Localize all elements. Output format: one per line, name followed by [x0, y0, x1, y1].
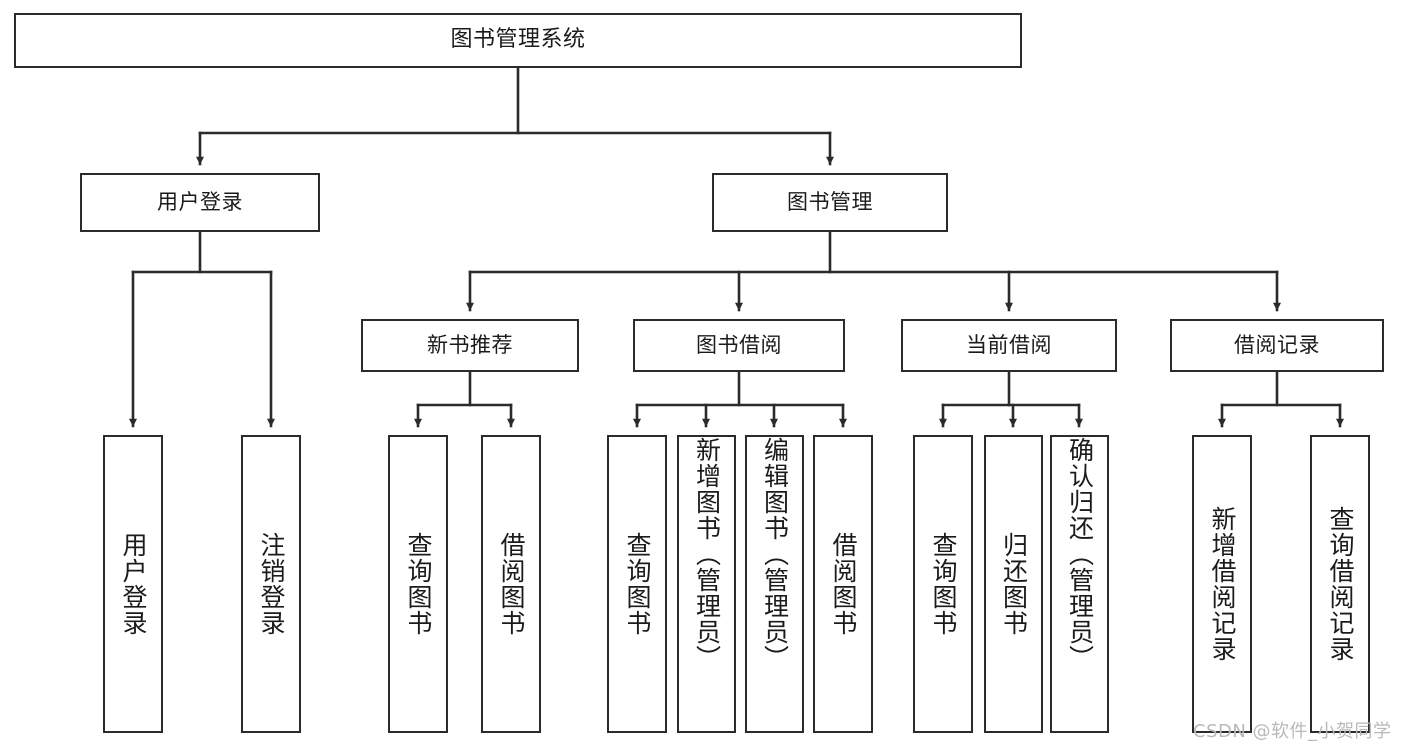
node-borrow-record-label: 借阅记录: [1234, 332, 1320, 357]
node-leaf-user-login[interactable]: 用户登录: [103, 435, 163, 733]
node-leaf-return-book[interactable]: 归还图书: [984, 435, 1043, 733]
node-root-label: 图书管理系统: [450, 27, 586, 53]
node-leaf-confirm-return-label: 确认归还（管理员）: [1065, 437, 1095, 671]
node-user-login[interactable]: 用户登录: [80, 173, 320, 232]
node-leaf-borrow-book-2-label: 借阅图书: [829, 532, 858, 636]
node-book-manage-label: 图书管理: [787, 189, 873, 214]
node-leaf-query-book-3-label: 查询图书: [929, 532, 958, 636]
node-leaf-add-book[interactable]: 新增图书（管理员）: [677, 435, 736, 733]
node-leaf-query-book-1[interactable]: 查询图书: [388, 435, 448, 733]
node-leaf-query-book-2[interactable]: 查询图书: [607, 435, 667, 733]
node-book-borrow[interactable]: 图书借阅: [633, 319, 845, 372]
node-leaf-borrow-book-2[interactable]: 借阅图书: [813, 435, 873, 733]
node-leaf-logout[interactable]: 注销登录: [241, 435, 301, 733]
node-book-borrow-label: 图书借阅: [696, 332, 782, 357]
csdn-watermark: CSDN @软件_小贺同学: [1193, 721, 1392, 742]
node-leaf-add-record-label: 新增借阅记录: [1208, 506, 1237, 662]
node-book-manage[interactable]: 图书管理: [712, 173, 948, 232]
node-leaf-query-record[interactable]: 查询借阅记录: [1310, 435, 1370, 733]
node-leaf-query-book-3[interactable]: 查询图书: [913, 435, 973, 733]
node-new-book-recommend[interactable]: 新书推荐: [361, 319, 579, 372]
node-user-login-label: 用户登录: [157, 189, 243, 214]
node-leaf-borrow-book-1[interactable]: 借阅图书: [481, 435, 541, 733]
node-leaf-query-book-1-label: 查询图书: [404, 532, 433, 636]
node-leaf-add-record[interactable]: 新增借阅记录: [1192, 435, 1252, 733]
node-root[interactable]: 图书管理系统: [14, 13, 1022, 68]
node-leaf-edit-book[interactable]: 编辑图书（管理员）: [745, 435, 804, 733]
node-leaf-borrow-book-1-label: 借阅图书: [497, 532, 526, 636]
node-leaf-query-book-2-label: 查询图书: [623, 532, 652, 636]
node-leaf-edit-book-label: 编辑图书（管理员）: [760, 437, 790, 671]
node-borrow-record[interactable]: 借阅记录: [1170, 319, 1384, 372]
node-current-borrow[interactable]: 当前借阅: [901, 319, 1117, 372]
node-leaf-logout-label: 注销登录: [257, 532, 286, 636]
node-leaf-query-record-label: 查询借阅记录: [1326, 506, 1355, 662]
node-leaf-add-book-label: 新增图书（管理员）: [692, 437, 722, 671]
node-current-borrow-label: 当前借阅: [966, 332, 1052, 357]
node-leaf-return-book-label: 归还图书: [999, 532, 1029, 636]
node-leaf-confirm-return[interactable]: 确认归还（管理员）: [1050, 435, 1109, 733]
node-new-book-recommend-label: 新书推荐: [427, 332, 513, 357]
node-leaf-user-login-label: 用户登录: [119, 532, 148, 636]
